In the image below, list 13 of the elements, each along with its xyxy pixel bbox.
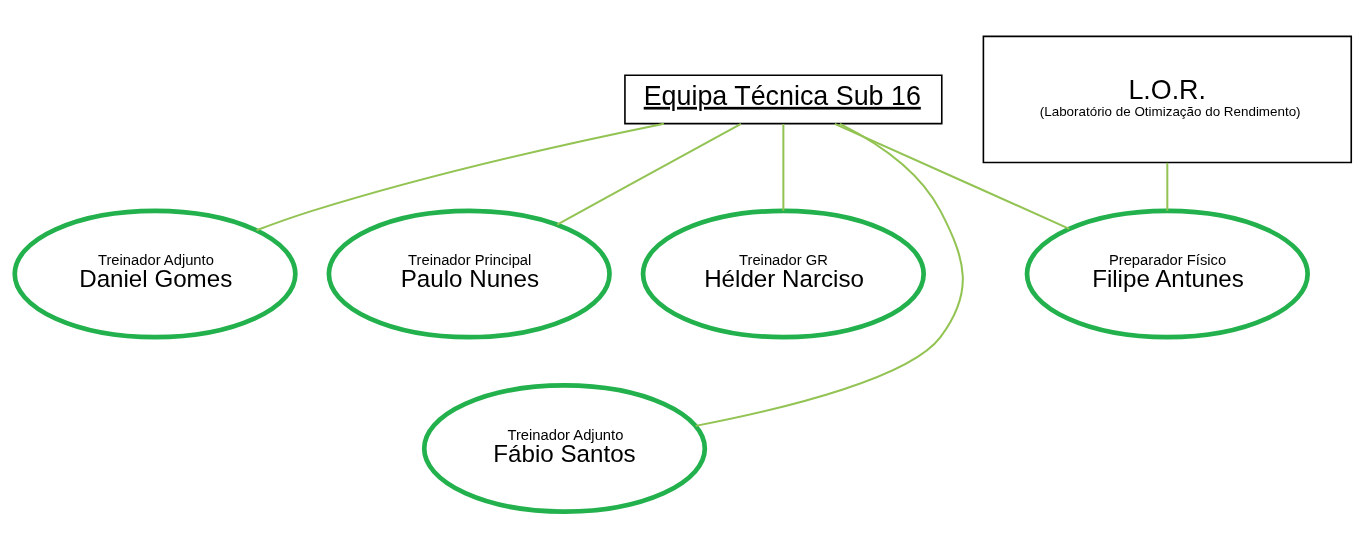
node-ellipse: Treinador Principal Paulo Nunes — [326, 208, 612, 340]
node-ellipse: Treinador Adjunto Daniel Gomes — [12, 208, 298, 340]
node-ellipse: Treinador GR Hélder Narciso — [640, 208, 926, 340]
connector — [1166, 162, 1169, 211]
connector — [782, 124, 785, 211]
connector — [256, 122, 665, 232]
node-ellipse: Treinador Adjunto Fábio Santos — [421, 383, 708, 514]
node-box: L.O.R. (Laboratório de Otimização do Rendimento) — [982, 35, 1353, 164]
node-box: Equipa Técnica Sub 16 — [624, 74, 943, 125]
connector — [695, 122, 964, 427]
connector — [556, 123, 742, 226]
connector — [834, 122, 1070, 230]
node-ellipse: Preparador Físico Filipe Antunes — [1024, 208, 1310, 340]
